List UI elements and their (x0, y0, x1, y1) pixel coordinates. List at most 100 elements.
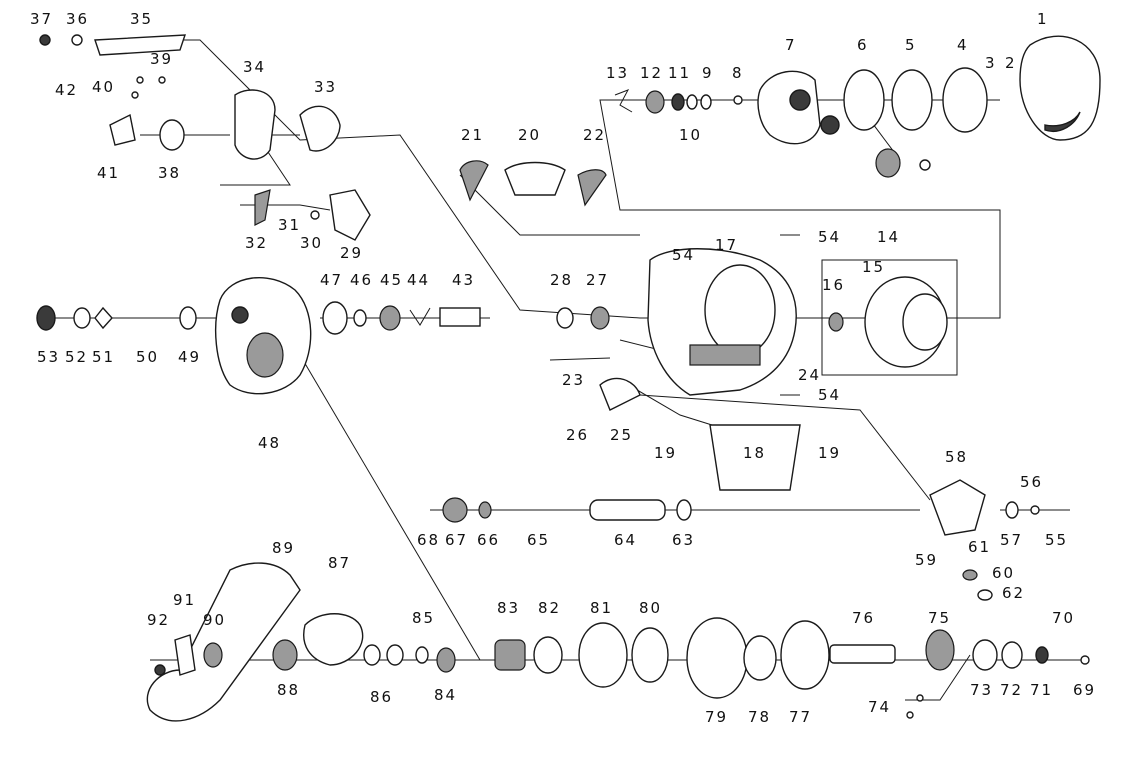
part-label: 49 (178, 348, 201, 366)
part-label: 84 (434, 686, 457, 704)
part-label: 91 (173, 591, 196, 609)
part-thumb-bar-18 (709, 424, 801, 491)
part-handle-89 (146, 562, 301, 722)
part-label: 50 (136, 348, 159, 366)
part-label: 53 (37, 348, 60, 366)
part-label: 66 (477, 531, 500, 549)
part-label: 70 (1052, 609, 1075, 627)
part-label: 75 (928, 609, 951, 627)
part-label: 34 (243, 58, 266, 76)
part-label: 87 (328, 554, 351, 572)
part-label: 9 (702, 64, 714, 82)
part-label: 14 (877, 228, 900, 246)
part-label: 10 (679, 126, 702, 144)
part-level-wind-58 (929, 479, 986, 536)
part-label: 45 (380, 271, 403, 289)
part-label: 58 (945, 448, 968, 466)
part-label: 36 (66, 10, 89, 28)
part-housing-7 (757, 70, 821, 145)
part-label: 39 (150, 50, 173, 68)
part-label: 43 (452, 271, 475, 289)
part-label: 29 (340, 244, 363, 262)
part-label: 13 (606, 64, 629, 82)
part-label: 59 (915, 551, 938, 569)
part-label: 72 (1000, 681, 1023, 699)
part-label: 54 (672, 246, 695, 264)
part-labels: 1 2 3 4 5 6 7 8 9 10 11 12 13 14 15 16 1… (30, 10, 1096, 726)
parts (36, 34, 1101, 722)
part-label: 47 (320, 271, 343, 289)
part-label: 64 (614, 531, 637, 549)
part-label: 30 (300, 234, 323, 252)
part-label: 77 (789, 708, 812, 726)
part-label: 69 (1073, 681, 1096, 699)
part-ring-5 (891, 69, 933, 131)
part-label: 74 (868, 698, 891, 716)
part-label: 12 (640, 64, 663, 82)
part-label: 7 (785, 36, 797, 54)
part-label: 6 (857, 36, 869, 54)
part-label: 78 (748, 708, 771, 726)
part-label: 51 (92, 348, 115, 366)
part-label: 46 (350, 271, 373, 289)
part-label: 54 (818, 228, 841, 246)
part-label: 80 (639, 599, 662, 617)
part-label: 82 (538, 599, 561, 617)
part-label: 35 (130, 10, 153, 28)
part-label: 56 (1020, 473, 1043, 491)
part-label: 60 (992, 564, 1015, 582)
part-label: 85 (412, 609, 435, 627)
part-label: 16 (822, 276, 845, 294)
part-label: 52 (65, 348, 88, 366)
part-drag-washer-81 (578, 622, 628, 688)
part-label: 11 (668, 64, 691, 82)
part-label: 18 (743, 444, 766, 462)
part-side-cover (1019, 35, 1101, 141)
part-main-gear-79 (686, 617, 748, 699)
part-label: 23 (562, 371, 585, 389)
part-label: 73 (970, 681, 993, 699)
part-label: 8 (732, 64, 744, 82)
part-label: 22 (583, 126, 606, 144)
part-label: 25 (610, 426, 633, 444)
part-label: 68 (417, 531, 440, 549)
part-label: 17 (715, 236, 738, 254)
part-label: 40 (92, 78, 115, 96)
part-ring-6 (843, 69, 885, 131)
part-label: 1 (1037, 10, 1049, 28)
part-label: 19 (818, 444, 841, 462)
part-label: 20 (518, 126, 541, 144)
part-label: 63 (672, 531, 695, 549)
part-label: 86 (370, 688, 393, 706)
part-label: 4 (957, 36, 969, 54)
part-label: 19 (654, 444, 677, 462)
part-label: 44 (407, 271, 430, 289)
part-label: 41 (97, 164, 120, 182)
part-bearing-93 (875, 148, 901, 178)
part-label: 21 (461, 126, 484, 144)
part-label: 33 (314, 78, 337, 96)
part-label: 76 (852, 609, 875, 627)
part-label: 15 (862, 258, 885, 276)
part-label: 48 (258, 434, 281, 452)
part-label: 57 (1000, 531, 1023, 549)
part-label: 37 (30, 10, 53, 28)
part-label: 26 (566, 426, 589, 444)
part-label: 28 (550, 271, 573, 289)
part-label: 61 (968, 538, 991, 556)
part-label: 90 (203, 611, 226, 629)
part-label: 62 (1002, 584, 1025, 602)
part-label: 2 (1005, 54, 1017, 72)
part-label: 27 (586, 271, 609, 289)
assembly-lines (40, 39, 1085, 701)
part-label: 65 (527, 531, 550, 549)
part-label: 38 (158, 164, 181, 182)
part-label: 42 (55, 81, 78, 99)
part-label: 67 (445, 531, 468, 549)
part-label: 83 (497, 599, 520, 617)
part-ring-4 (942, 67, 988, 133)
part-label: 31 (278, 216, 301, 234)
part-label: 55 (1045, 531, 1068, 549)
